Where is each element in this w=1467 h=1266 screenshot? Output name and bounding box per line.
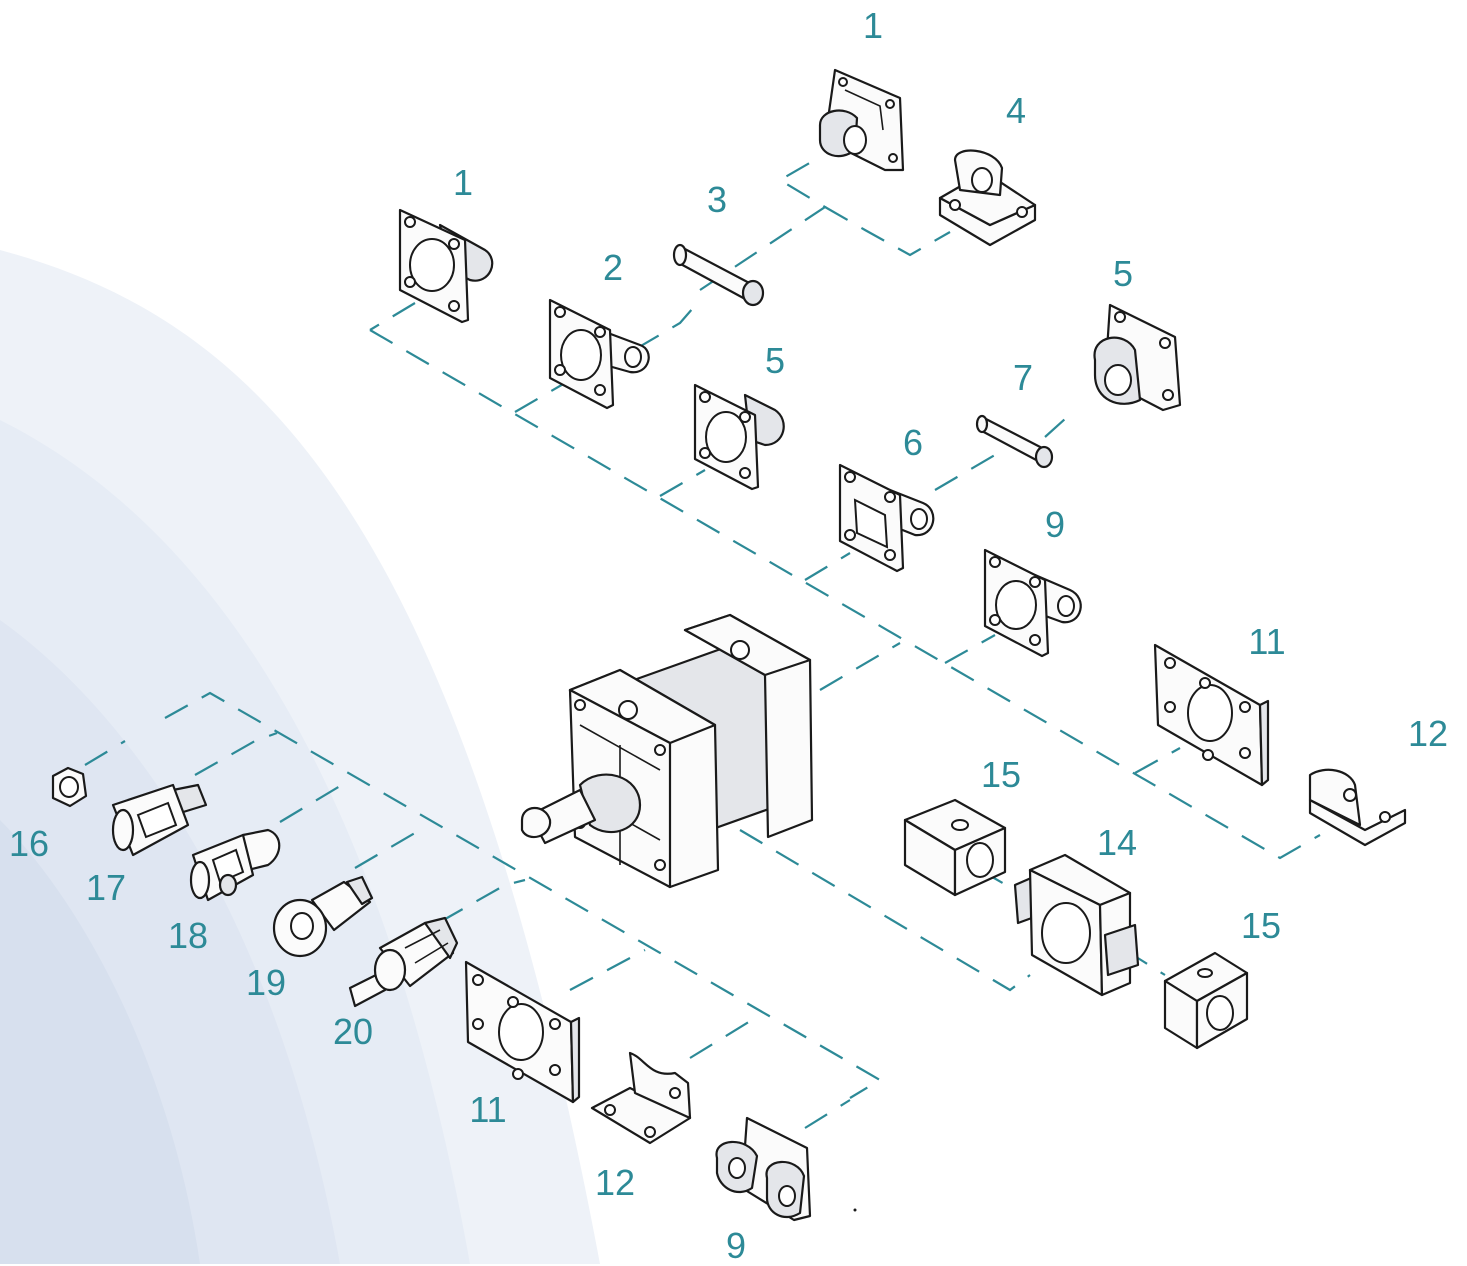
foot-mount-icon bbox=[1308, 768, 1407, 847]
rear-flange-clevis-icon bbox=[398, 208, 494, 324]
callout-20: 20 bbox=[332, 1011, 374, 1052]
trunnion-support-block-icon bbox=[1163, 951, 1249, 1050]
callout-11: 11 bbox=[1248, 621, 1286, 662]
foot-mount-icon bbox=[590, 1051, 692, 1145]
callout-1: 1 bbox=[862, 5, 884, 46]
swivel-eye-icon bbox=[715, 1116, 812, 1222]
callout-12: 12 bbox=[594, 1162, 636, 1203]
stray-dot bbox=[853, 1208, 857, 1212]
pivot-pin-small-icon bbox=[975, 414, 1054, 469]
callout-2: 2 bbox=[602, 247, 624, 288]
rod-clevis-icon bbox=[111, 783, 208, 857]
pivot-pin-icon bbox=[672, 243, 765, 307]
callout-16: 16 bbox=[8, 823, 50, 864]
swivel-eye-mount-icon bbox=[1093, 303, 1182, 412]
callout-15: 15 bbox=[980, 754, 1022, 795]
callout-12: 12 bbox=[1407, 713, 1449, 754]
clevis-bracket-icon bbox=[938, 149, 1037, 247]
rear-clevis-mount-icon bbox=[548, 298, 650, 410]
callout-14: 14 bbox=[1096, 822, 1138, 863]
callout-9: 9 bbox=[725, 1225, 747, 1266]
callout-3: 3 bbox=[706, 179, 728, 220]
flange-plate-icon bbox=[464, 960, 581, 1104]
callout-15: 15 bbox=[1240, 905, 1282, 946]
swivel-eye-mount-icon bbox=[693, 383, 785, 491]
rod-eye-icon bbox=[272, 875, 374, 958]
callout-5: 5 bbox=[1112, 253, 1134, 294]
callout-4: 4 bbox=[1005, 90, 1027, 131]
callout-19: 19 bbox=[245, 962, 287, 1003]
floating-joint-icon bbox=[348, 916, 459, 1008]
hex-nut-icon bbox=[51, 766, 88, 808]
pneumatic-cylinder-icon bbox=[520, 613, 814, 889]
rod-clevis-with-pin-icon bbox=[189, 828, 281, 902]
callout-7: 7 bbox=[1012, 357, 1034, 398]
swivel-eye-icon bbox=[983, 548, 1082, 658]
callout-1: 1 bbox=[452, 162, 474, 203]
callout-18: 18 bbox=[167, 915, 209, 956]
rear-flange-clevis-icon bbox=[818, 68, 905, 172]
callout-9: 9 bbox=[1044, 504, 1066, 545]
callout-11: 11 bbox=[469, 1089, 507, 1130]
callout-5: 5 bbox=[764, 340, 786, 381]
callout-17: 17 bbox=[85, 867, 127, 908]
background-swirl bbox=[0, 250, 600, 1264]
flange-plate-icon bbox=[1153, 643, 1270, 787]
callout-6: 6 bbox=[902, 422, 924, 463]
rear-eye-mount-icon bbox=[838, 463, 935, 573]
trunnion-mount-icon bbox=[1013, 853, 1140, 997]
trunnion-support-block-icon bbox=[903, 798, 1007, 897]
